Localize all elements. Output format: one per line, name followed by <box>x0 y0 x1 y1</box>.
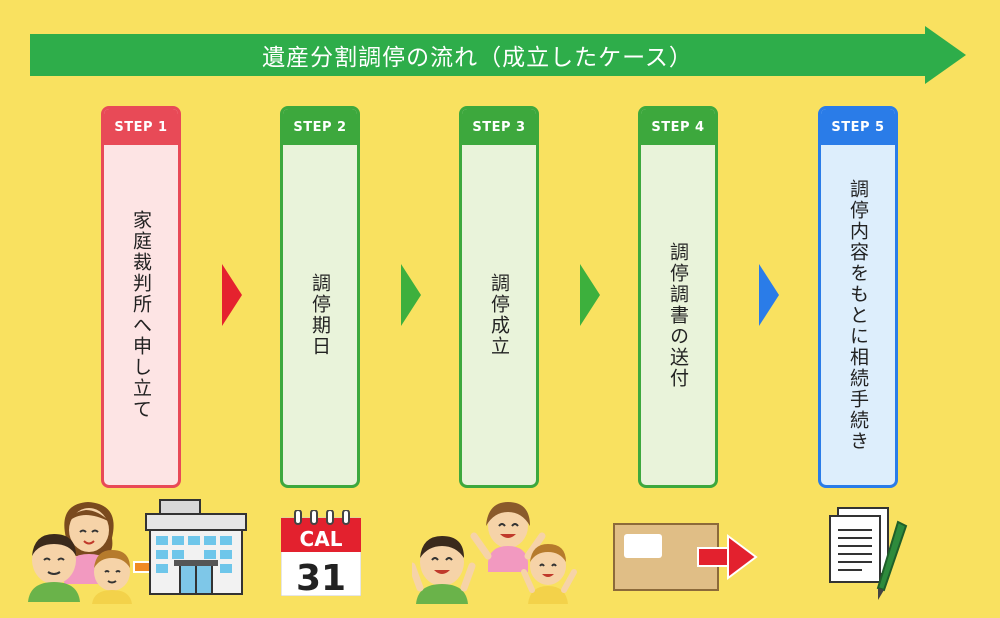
child-cheering-icon <box>521 544 577 604</box>
calendar-day: 31 <box>296 558 346 596</box>
family-courthouse-illustration <box>28 499 247 604</box>
woman-cheering-icon <box>470 502 546 572</box>
step-card-1: STEP 1 家庭裁判所へ申し立て <box>101 106 181 488</box>
step-label-5: STEP 5 <box>821 109 895 145</box>
step-card-5: STEP 5 調停内容をもとに相続手続き <box>818 106 898 488</box>
document-icon <box>829 507 889 583</box>
calendar-icon: CAL 31 <box>281 510 361 596</box>
documents-pen-illustration <box>829 507 908 600</box>
envelope-send-illustration <box>613 523 758 591</box>
step-text-3: 調停成立 <box>488 273 510 357</box>
banner-arrow-icon <box>30 26 966 84</box>
chevron-right-green-icon <box>580 264 600 326</box>
step-text-2: 調停期日 <box>309 273 331 357</box>
step-label-4: STEP 4 <box>641 109 715 145</box>
step-label-1: STEP 1 <box>104 109 178 145</box>
calendar-header: CAL <box>300 527 343 551</box>
step-card-2: STEP 2 調停期日 <box>280 106 360 488</box>
happy-people-illustration <box>412 502 577 604</box>
step-text-4: 調停調書の送付 <box>667 241 689 389</box>
courthouse-icon <box>145 499 247 595</box>
chevron-right-green-icon <box>401 264 421 326</box>
diagram-title: 遺産分割調停の流れ（成立したケース） <box>262 45 693 71</box>
step-card-3: STEP 3 調停成立 <box>459 106 539 488</box>
step-label-3: STEP 3 <box>462 109 536 145</box>
arrow-right-icon <box>697 534 758 580</box>
man-icon <box>28 534 80 602</box>
child-icon <box>92 550 132 604</box>
man-cheering-icon <box>412 536 476 604</box>
chevron-right-blue-icon <box>759 264 779 326</box>
step-text-1: 家庭裁判所へ申し立て <box>130 210 152 420</box>
pen-icon <box>876 520 908 600</box>
step-label-2: STEP 2 <box>283 109 357 145</box>
title-banner: 遺産分割調停の流れ（成立したケース） <box>30 26 966 84</box>
step-text-5: 調停内容をもとに相続手続き <box>847 178 869 452</box>
chevron-right-red-icon <box>222 264 242 326</box>
step-card-4: STEP 4 調停調書の送付 <box>638 106 718 488</box>
